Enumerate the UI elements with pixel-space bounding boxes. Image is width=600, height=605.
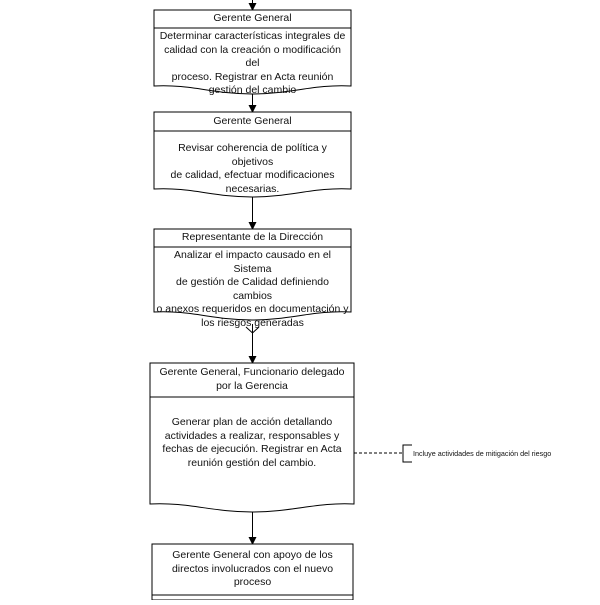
step-1-action: Determinar características integrales de… <box>159 30 346 96</box>
step-5-role-box <box>151 543 354 596</box>
step-1-role: Gerente General <box>213 12 292 24</box>
step-2-document-shape <box>153 130 352 198</box>
step-5-role: Gerente General con apoyo de los directo… <box>171 549 334 588</box>
step-1-document-shape <box>153 27 352 95</box>
step-2-role: Gerente General <box>213 115 292 127</box>
step-4-action: Generar plan de acción detallando activi… <box>162 416 342 469</box>
step-3-action: Analizar el impacto causado en el Sistem… <box>156 249 349 329</box>
annotation-bracket <box>402 444 412 463</box>
step-2-action: Revisar coherencia de política y objetiv… <box>170 142 335 195</box>
step-3-document-shape <box>153 246 352 321</box>
step-4-role: Gerente General, Funcionario delegado po… <box>159 366 345 392</box>
connector-open-arrow <box>245 326 260 334</box>
step-5-document-shape <box>151 594 354 601</box>
step-3-role: Representante de la Dirección <box>181 231 324 243</box>
annotation-text: Incluye actividades de mitigación del ri… <box>413 449 552 458</box>
